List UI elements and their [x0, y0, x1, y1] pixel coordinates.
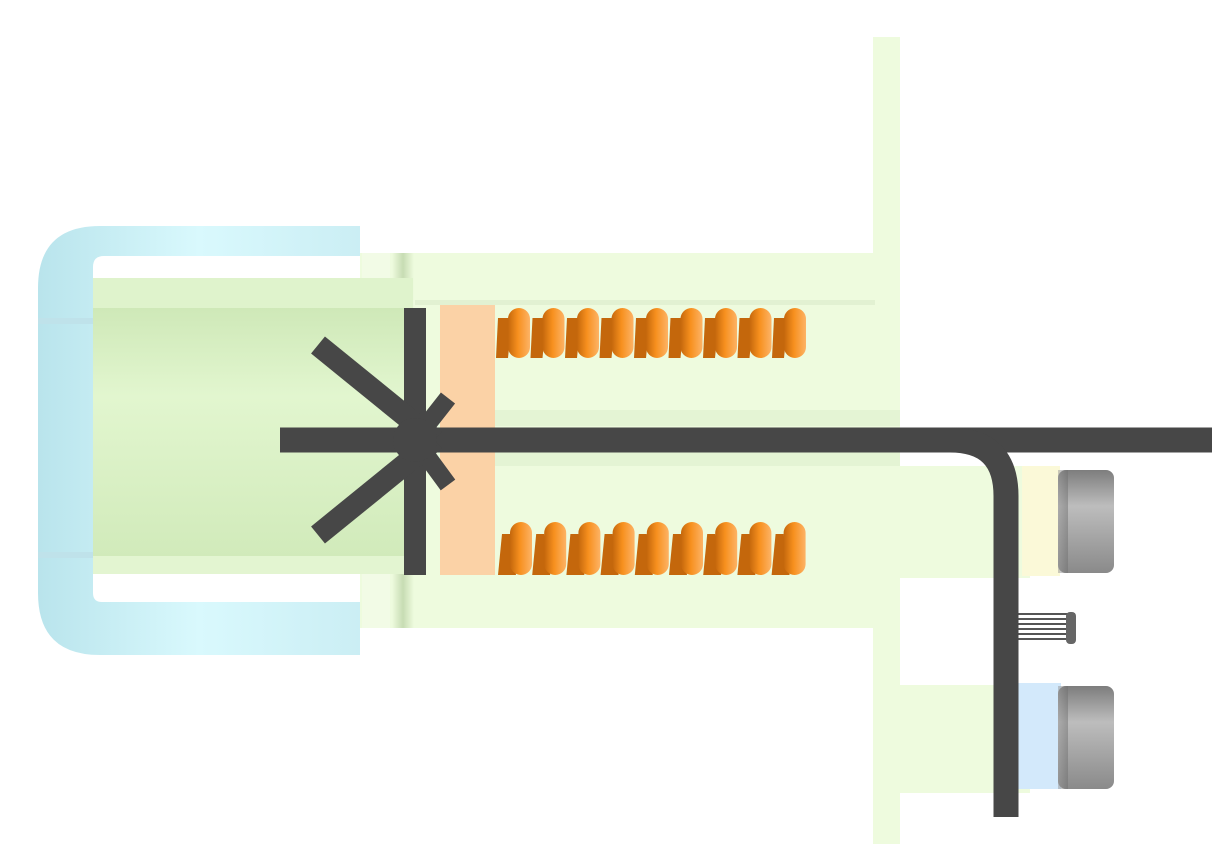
spring-coil: [772, 308, 806, 358]
contact-upper: [1058, 470, 1114, 573]
end-cap: [38, 226, 360, 655]
spring-coil: [530, 308, 565, 358]
spring-coil: [599, 308, 634, 358]
spring-coil: [634, 308, 668, 358]
spring-coil: [669, 522, 703, 575]
spring-upper: [496, 306, 880, 360]
spring-coil: [600, 522, 635, 575]
inner-sleeve-bottom-band: [93, 556, 413, 574]
spring-coil: [771, 522, 806, 575]
bore-shading-top: [490, 410, 900, 426]
spring-coil: [496, 308, 530, 358]
spring-lower: [498, 520, 880, 577]
terminal-block-upper: [1022, 466, 1060, 576]
inner-sleeve-top-band: [93, 278, 413, 308]
spring-coil: [703, 308, 737, 358]
spring-coil: [498, 522, 532, 575]
inner-sleeve: [93, 278, 413, 574]
spring-coil: [737, 522, 772, 575]
small-coil-end: [1066, 612, 1076, 644]
bore-wall: [410, 300, 875, 305]
spring-coil: [703, 522, 738, 575]
spring-coil: [737, 308, 772, 358]
terminal-block-lower: [1015, 683, 1061, 789]
wire-bend-down: [949, 427, 1019, 817]
end-cap-inner-lip: [38, 318, 93, 324]
bore-shading-bottom: [490, 452, 900, 466]
contact-lower: [1058, 686, 1114, 789]
spring-coil: [668, 308, 703, 358]
spring-coil: [565, 308, 599, 358]
spring-coil: [532, 522, 567, 575]
spring-coil: [634, 522, 669, 575]
spring-coil: [566, 522, 601, 575]
end-cap-inner-lip-low: [38, 552, 93, 558]
wire-junction: [393, 418, 437, 462]
